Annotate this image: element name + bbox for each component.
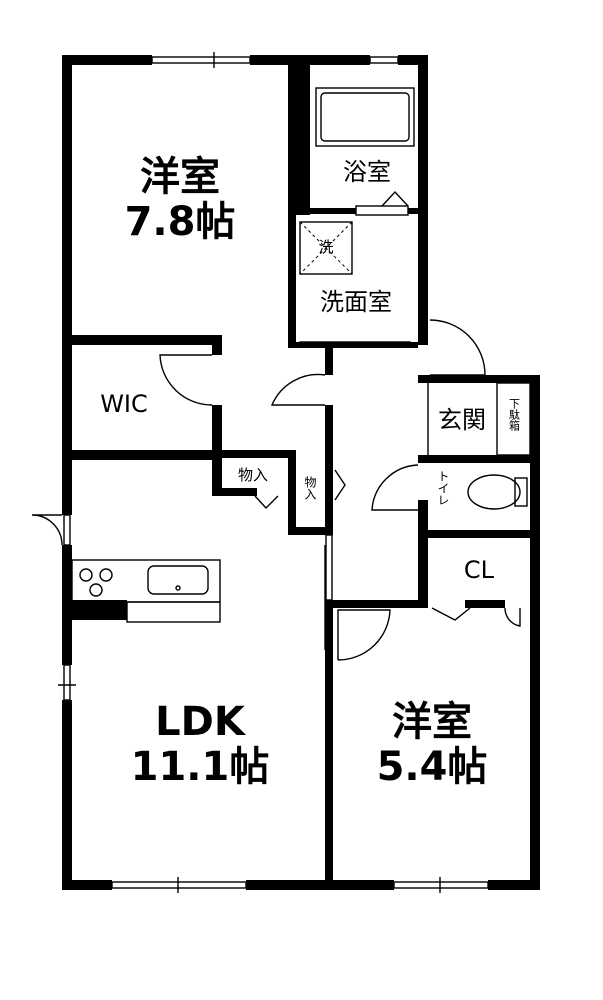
ldk-name: LDK	[155, 699, 247, 745]
storage-1-name: 物入	[238, 466, 268, 484]
ldk-size: 11.1帖	[131, 744, 270, 790]
bedroom-main-name: 洋室	[140, 154, 220, 200]
toilet-name: トイレ	[436, 470, 450, 506]
washer-label: 洗	[318, 238, 333, 256]
windows	[58, 52, 489, 893]
washroom-name: 洗面室	[320, 288, 392, 316]
storage-2-name: 物入	[303, 476, 317, 500]
wic-name: WIC	[100, 390, 148, 418]
closet-name: CL	[464, 556, 495, 584]
bedroom-second-size: 5.4帖	[377, 744, 488, 790]
shoe-box-label: 下駄箱	[508, 398, 521, 432]
bedroom-second-name: 洋室	[392, 699, 472, 745]
entrance-name: 玄関	[438, 406, 486, 434]
fixtures	[71, 87, 531, 623]
inner-walls	[62, 55, 540, 890]
doors	[31, 190, 521, 661]
bedroom-main-size: 7.8帖	[125, 199, 236, 245]
room-labels: 洋室 7.8帖 浴室 洗 洗面室 WIC 物入 物入 玄関 下駄箱 トイレ CL…	[100, 154, 520, 790]
bath-name: 浴室	[343, 158, 391, 186]
